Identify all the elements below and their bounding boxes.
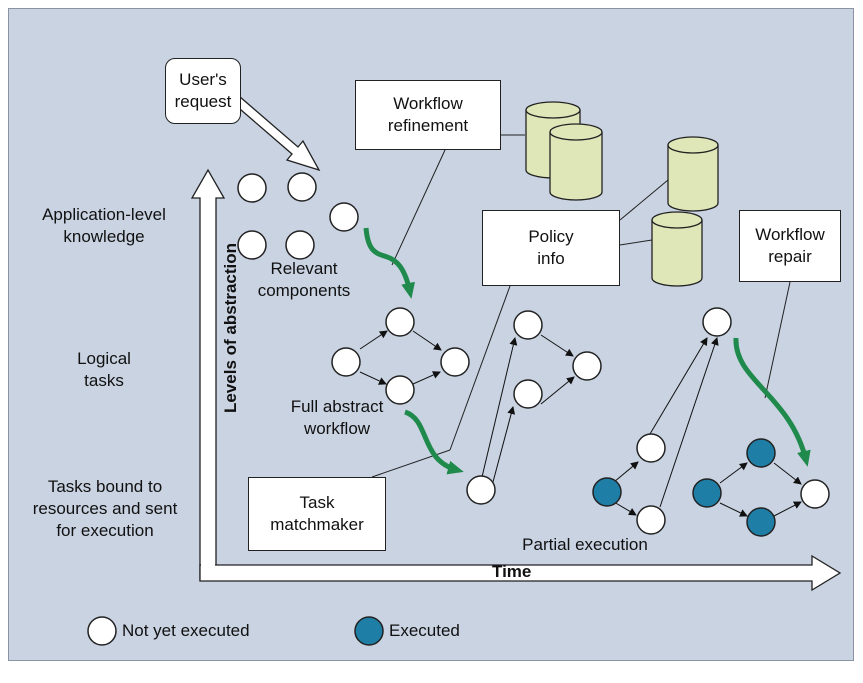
- task-matchmaker-box: Task matchmaker: [248, 477, 386, 551]
- y-axis-label: Levels of abstraction: [221, 242, 240, 414]
- task-node: [237, 230, 267, 260]
- repair-connector-line: [764, 281, 791, 399]
- task-node: [385, 375, 415, 405]
- database-icon: [667, 136, 719, 212]
- task-node: [513, 310, 543, 340]
- legend-label-executed: Executed: [389, 621, 460, 640]
- users-request-box: User's request: [165, 58, 241, 124]
- green-arrow: [733, 337, 811, 467]
- task-node: [513, 379, 543, 409]
- level-bound-label: Tasks bound to resources and sent for ex…: [32, 477, 178, 540]
- full-abstract-workflow-label: Full abstract workflow: [290, 397, 384, 438]
- task-node: [572, 351, 602, 381]
- database-icon: [651, 211, 703, 287]
- executed-task-node: [692, 478, 722, 508]
- legend-node-executed: [354, 616, 384, 646]
- workflow-refinement-box: Workflow refinement: [355, 80, 501, 150]
- x-axis-arrow: [199, 554, 842, 592]
- executed-task-node: [746, 507, 776, 537]
- task-node: [440, 347, 470, 377]
- task-node: [800, 479, 830, 509]
- task-node: [287, 172, 317, 202]
- policy-info-box: Policy info: [482, 210, 620, 286]
- task-node: [285, 230, 315, 260]
- level-logical-label: Logical tasks: [77, 349, 131, 390]
- workflow-edges: [359, 330, 802, 517]
- green-arrow: [363, 227, 415, 299]
- task-node: [385, 307, 415, 337]
- task-node: [329, 202, 359, 232]
- legend-node-unexecuted: [87, 616, 117, 646]
- task-node: [636, 505, 666, 535]
- executed-task-node: [592, 477, 622, 507]
- workflow-repair-box: Workflow repair: [739, 210, 841, 282]
- level-application-label: Application-level knowledge: [42, 205, 166, 246]
- partial-execution-label: Partial execution: [522, 535, 648, 554]
- x-axis-label: Time: [492, 562, 532, 581]
- task-node: [702, 307, 732, 337]
- refinement-connector-line: [391, 149, 446, 266]
- task-node: [237, 173, 267, 203]
- policy-db-line-1: [619, 179, 669, 221]
- legend-label-not-executed: Not yet executed: [122, 621, 250, 640]
- task-node: [636, 433, 666, 463]
- database-icon: [549, 123, 603, 201]
- task-node: [331, 347, 361, 377]
- policy-db-line-2: [619, 239, 653, 246]
- task-node: [466, 475, 496, 505]
- executed-task-node: [746, 438, 776, 468]
- policy-connector-line: [449, 285, 511, 451]
- matchmaker-connector-line: [371, 449, 451, 478]
- relevant-components-label: Relevant components: [257, 259, 351, 300]
- green-arrow: [403, 409, 464, 475]
